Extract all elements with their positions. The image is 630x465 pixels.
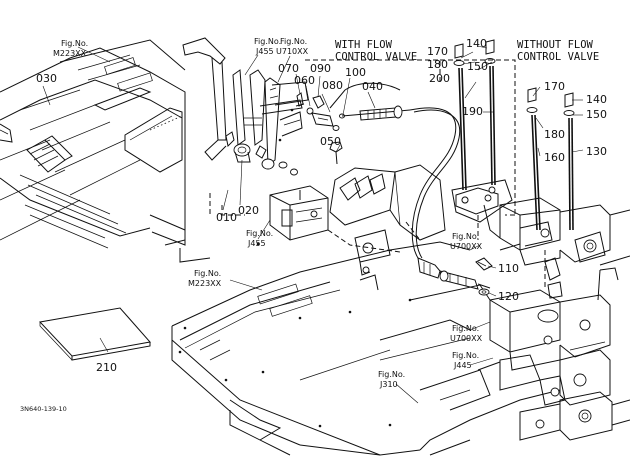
fig-ref-u700-upper: Fig.No. U700XX bbox=[450, 232, 483, 251]
part-080: 080 bbox=[322, 79, 343, 92]
without-flow-header-line2: CONTROL VALVE bbox=[517, 51, 599, 63]
part-100: 100 bbox=[345, 66, 366, 79]
fig-ref-label: Fig.No. bbox=[452, 232, 479, 241]
part-180-without-flow: 180 bbox=[544, 128, 565, 141]
part-050: 050 bbox=[320, 135, 341, 148]
part-040: 040 bbox=[362, 80, 383, 93]
valve-upper bbox=[455, 187, 630, 299]
part-150-with-flow: 150 bbox=[467, 60, 488, 73]
fig-ref-code: J310 bbox=[379, 380, 398, 389]
fasteners-cluster bbox=[295, 92, 345, 165]
part-210: 210 bbox=[96, 361, 117, 374]
fig-ref-label: Fig.No. bbox=[378, 370, 405, 379]
studs-with-flow bbox=[451, 39, 513, 223]
fig-ref-m223-mid: Fig.No. M223XX bbox=[188, 269, 222, 288]
pedal-030 bbox=[0, 123, 73, 173]
part-140-without-flow: 140 bbox=[586, 93, 607, 106]
fig-ref-code: M223XX bbox=[188, 279, 222, 288]
line-art bbox=[0, 37, 630, 456]
part-010: 010 bbox=[216, 211, 237, 224]
part-150-without-flow: 150 bbox=[586, 108, 607, 121]
valve-lower bbox=[477, 269, 630, 441]
lever-assembly bbox=[182, 37, 309, 176]
fig-ref-u700-lower: Fig.No. U700XX bbox=[450, 324, 483, 343]
part-020: 020 bbox=[238, 204, 259, 217]
fig-ref-label: Fig.No. bbox=[194, 269, 221, 278]
fig-ref-label: Fig.No. bbox=[452, 324, 479, 333]
fig-ref-u710: Fig.No. U710XX bbox=[276, 37, 309, 56]
part-160: 160 bbox=[544, 151, 565, 164]
part-180-with-flow: 180 bbox=[427, 58, 448, 71]
fig-ref-code: U700XX bbox=[450, 334, 483, 343]
part-190: 190 bbox=[462, 105, 483, 118]
fig-ref-j445: Fig.No. J445 bbox=[452, 351, 479, 370]
part-170-without-flow: 170 bbox=[544, 80, 565, 93]
part-060: 060 bbox=[294, 74, 315, 87]
part-110: 110 bbox=[498, 262, 519, 275]
fig-ref-label: Fig.No. bbox=[452, 351, 479, 360]
part-120: 120 bbox=[498, 290, 519, 303]
fig-ref-code: U710XX bbox=[276, 47, 309, 56]
part-090: 090 bbox=[310, 62, 331, 75]
drawing-code: 3N640-139-10 bbox=[20, 405, 67, 413]
part-030: 030 bbox=[36, 72, 57, 85]
fig-ref-label: Fig.No. bbox=[246, 229, 273, 238]
leader-lines bbox=[42, 45, 584, 404]
fig-ref-m223-top: Fig.No. M223XX bbox=[53, 39, 88, 58]
part-200: 200 bbox=[429, 72, 450, 85]
frame-floor bbox=[171, 241, 561, 456]
clip-washer-110-120 bbox=[475, 243, 521, 296]
part-140-with-flow: 140 bbox=[466, 37, 487, 50]
fig-ref-label: Fig.No. bbox=[61, 39, 88, 48]
fig-ref-code: J455 bbox=[247, 239, 266, 248]
floor-panel-left bbox=[0, 39, 186, 249]
dashed-groups bbox=[209, 59, 546, 290]
studs-without-flow bbox=[526, 87, 575, 231]
fig-ref-label: Fig.No. bbox=[254, 37, 281, 46]
fig-ref-code: J455 bbox=[255, 47, 274, 56]
fig-ref-code: J445 bbox=[453, 361, 472, 370]
part-170-with-flow: 170 bbox=[427, 45, 448, 58]
part-130: 130 bbox=[586, 145, 607, 158]
without-flow-header-line1: WITHOUT FLOW bbox=[517, 39, 594, 51]
fig-ref-label: Fig.No. bbox=[280, 37, 307, 46]
fig-ref-j455-mid: Fig.No. J455 bbox=[246, 229, 273, 248]
control-cable bbox=[329, 82, 491, 290]
fig-ref-j455-top: Fig.No. J455 bbox=[254, 37, 281, 56]
manual-book-210 bbox=[39, 307, 151, 361]
bracket-j455 bbox=[269, 185, 329, 241]
fig-ref-code: M223XX bbox=[53, 49, 87, 58]
with-flow-header-line1: WITH FLOW bbox=[335, 39, 393, 51]
with-flow-header-line2: CONTROL VALVE bbox=[335, 51, 417, 63]
part-070: 070 bbox=[278, 62, 299, 75]
fig-ref-j310: Fig.No. J310 bbox=[378, 370, 405, 389]
fig-ref-code: U700XX bbox=[450, 242, 483, 251]
